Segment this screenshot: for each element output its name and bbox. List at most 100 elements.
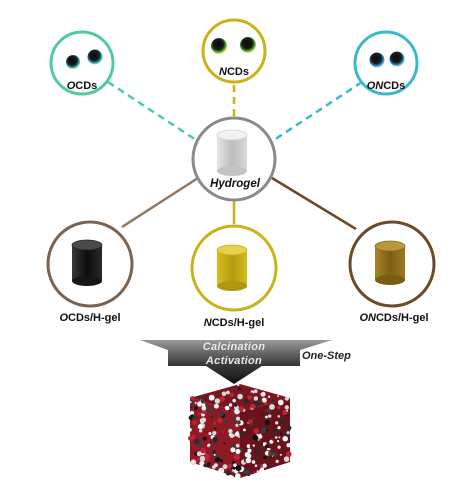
foam-pore [255, 449, 261, 455]
foam-pore [201, 403, 206, 407]
foam-pore [249, 422, 254, 427]
foam-pore [253, 389, 258, 394]
foam-pore [219, 396, 225, 402]
foam-pore [193, 406, 198, 410]
foam-pore [243, 469, 248, 475]
foam-pore [221, 431, 224, 433]
foam-pore [188, 428, 192, 432]
ncds-prefix: N [219, 66, 227, 78]
foam-pore [234, 408, 240, 415]
foam-pore [283, 456, 290, 462]
foam-pore [260, 427, 267, 434]
foam-pore [243, 428, 246, 432]
amber-gel-cylinder-icon [374, 240, 406, 285]
foam-pore [253, 471, 256, 474]
foam-pore [201, 417, 207, 423]
foam-pore [266, 447, 270, 451]
ncds-hgel-suffix: CDs/H-gel [211, 317, 265, 329]
foam-pore [269, 404, 275, 410]
foam-pore [274, 436, 278, 439]
oncds-label: ONCDs [356, 80, 416, 92]
foam-pore [197, 424, 203, 430]
foam-pore [232, 417, 236, 422]
yellow-gel-cylinder-icon [216, 244, 248, 291]
foam-pore [212, 431, 217, 436]
foam-pore [225, 470, 231, 476]
foam-pore [235, 443, 240, 448]
foam-pore [200, 447, 207, 454]
foam-pore [256, 470, 259, 473]
foam-pore [211, 415, 214, 419]
foam-pore [252, 435, 259, 441]
foam-pore [284, 405, 289, 410]
foam-pore [236, 431, 239, 434]
foam-pore [229, 409, 231, 412]
oncds-hgel-prefix: ON [359, 312, 376, 324]
foam-pore [273, 428, 279, 435]
foam-pore [212, 436, 219, 443]
foam-pore [272, 452, 277, 457]
foam-pore [285, 425, 292, 431]
carbon-dot-icon [87, 49, 103, 65]
foam-pore [277, 395, 280, 398]
foam-pore [223, 442, 226, 445]
foam-pore [265, 415, 268, 419]
connector-oncds-hydrogel [273, 80, 363, 142]
foam-pore [207, 443, 211, 447]
porous-carbon-cube-icon [188, 383, 292, 479]
foam-pore [190, 414, 194, 418]
ncds-hgel-node [190, 224, 278, 312]
foam-pore [277, 399, 284, 406]
hydrogel-node [191, 116, 277, 202]
foam-pore [192, 420, 198, 426]
foam-pore [189, 410, 195, 416]
foam-pore [233, 434, 236, 437]
foam-pore [285, 431, 287, 434]
ncds-node [201, 18, 267, 84]
foam-pore [247, 448, 252, 453]
foam-pore [264, 420, 270, 426]
foam-pore [277, 440, 280, 443]
foam-pore [212, 468, 215, 471]
foam-pore [268, 448, 271, 451]
foam-pore [221, 391, 227, 397]
foam-pore [253, 428, 259, 434]
foam-pore [264, 444, 269, 449]
foam-pore [286, 409, 289, 412]
foam-pore [261, 413, 264, 415]
foam-pore [282, 409, 288, 416]
foam-pore [234, 432, 240, 437]
foam-pore [251, 460, 256, 464]
foam-pore [196, 398, 199, 401]
foam-pore [272, 439, 274, 442]
foam-pore [235, 416, 241, 421]
process-arrow [140, 340, 332, 384]
foam-pore [279, 453, 282, 456]
foam-pore [194, 401, 197, 404]
foam-pore [286, 431, 290, 435]
foam-pore [260, 446, 262, 449]
foam-pore [199, 455, 206, 462]
carbon-dot-icon [389, 51, 405, 67]
foam-pore [217, 417, 223, 424]
foam-pore [232, 398, 236, 403]
foam-pore [206, 462, 211, 467]
carbon-dot-icon [240, 37, 256, 53]
ncds-suffix: CDs [226, 66, 249, 78]
foam-pore [251, 417, 255, 421]
foam-pore [226, 390, 230, 395]
foam-pore [199, 429, 203, 433]
foam-pore [286, 443, 291, 448]
foam-pore [245, 457, 252, 464]
ncds-hgel-prefix: N [203, 317, 212, 329]
foam-pore [286, 451, 292, 457]
foam-pore [209, 441, 212, 444]
foam-pore [279, 432, 283, 436]
carbon-dot-icon [369, 52, 385, 68]
foam-pore [214, 427, 217, 430]
ocds-node [49, 30, 115, 96]
foam-pore [271, 399, 275, 403]
foam-pore [204, 431, 207, 433]
foam-pore [249, 445, 252, 448]
